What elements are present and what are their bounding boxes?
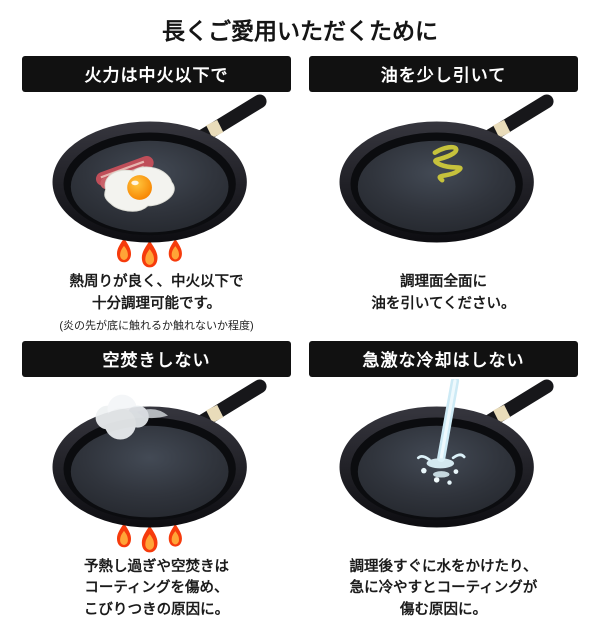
pan-handle <box>482 378 554 428</box>
panel-dry-heating-caption: 予熱し過ぎや空焚きは コーティングを傷め、 こびりつきの原因に。 <box>83 558 230 619</box>
panel-heat-caption: 熱周りが良く、中火以下で 十分調理可能です。 <box>69 274 244 312</box>
pan-body <box>339 121 534 243</box>
pan-handle <box>195 378 267 428</box>
pan-illustration-oil <box>334 94 554 270</box>
panel-rapid-cooling-header: 急激な冷却はしない <box>309 340 578 377</box>
pan-handle <box>195 94 267 144</box>
pan-rapid-cooling-svg <box>339 376 554 527</box>
fried-egg <box>103 166 175 212</box>
panel-rapid-cooling: 急激な冷却はしない <box>309 340 578 622</box>
pan-care-guide: 長くご愛用いただくために 火力は中火以下で <box>22 18 578 618</box>
pan-illustration-dry-heating <box>47 378 267 555</box>
panel-dry-heating: 空焚きしない <box>22 340 291 622</box>
panel-oil-header: 油を少し引いて <box>309 56 578 92</box>
panel-oil: 油を少し引いて <box>309 56 578 333</box>
panel-heat-note: (炎の先が底に触れるか触れないか程度) <box>59 319 254 332</box>
pan-oil-svg <box>339 94 554 243</box>
flames-icon <box>116 522 182 552</box>
water-stream <box>416 376 466 485</box>
page-title: 長くご愛用いただくために <box>162 18 438 44</box>
panel-heat: 火力は中火以下で <box>22 56 291 333</box>
pan-handle <box>482 94 554 144</box>
pan-illustration-rapid-cooling <box>334 376 554 555</box>
panel-oil-caption: 調理面全面に 油を引いてください。 <box>371 274 516 312</box>
panel-grid: 火力は中火以下で <box>22 56 578 622</box>
panel-rapid-cooling-caption: 調理後すぐに水をかけたり、 急に冷やすとコーティングが 傷む原因に。 <box>349 558 538 619</box>
pan-body <box>52 406 247 527</box>
pan-dry-heating-svg <box>52 378 267 552</box>
panel-dry-heating-header: 空焚きしない <box>22 340 291 377</box>
steam-smoke <box>95 394 168 439</box>
oil-drizzle <box>432 144 463 183</box>
pan-illustration-heat <box>47 94 267 270</box>
panel-heat-header: 火力は中火以下で <box>22 56 291 92</box>
flames-icon <box>116 238 182 268</box>
pan-heat-svg <box>52 94 267 268</box>
